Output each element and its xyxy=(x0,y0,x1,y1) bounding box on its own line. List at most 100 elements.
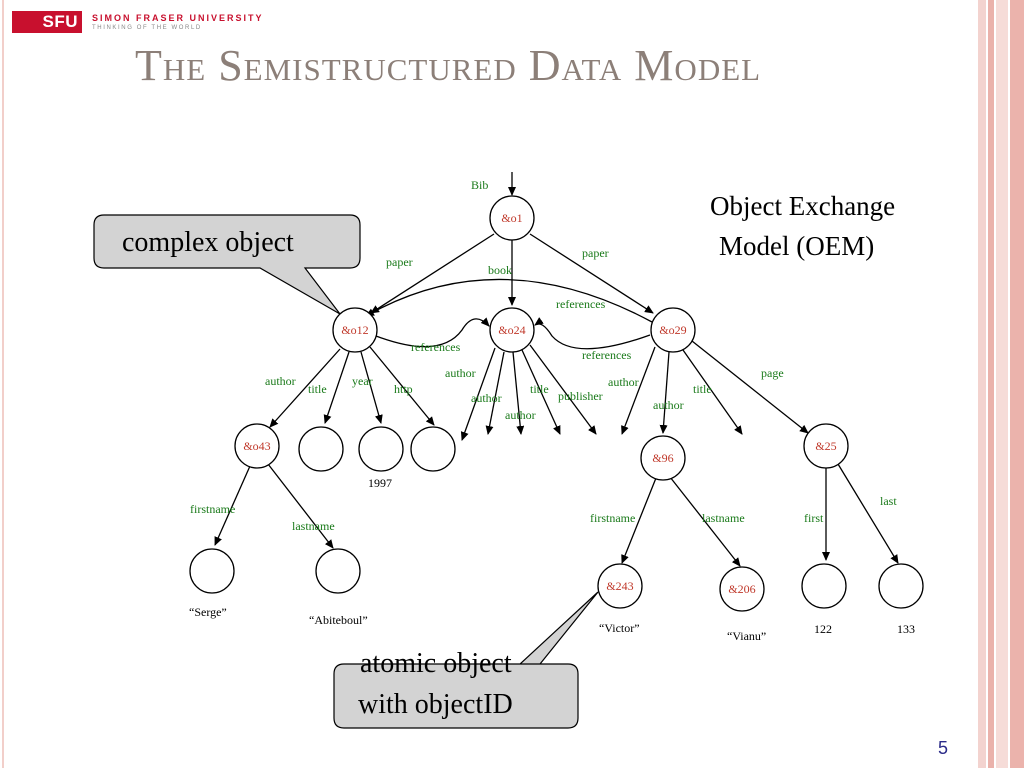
node-serge xyxy=(189,548,235,594)
university-tagline: THINKING OF THE WORLD xyxy=(92,25,202,31)
edge-o43-firstname xyxy=(214,465,251,546)
edge-label-o24-publisher: publisher xyxy=(558,389,603,403)
oem-caption-line2: Model (OEM) xyxy=(719,231,874,261)
value-serge: “Serge” xyxy=(189,605,227,619)
edge-references-right xyxy=(534,317,651,350)
decor-stripe xyxy=(996,0,1008,768)
edge-label-o29-author-a: author xyxy=(608,375,639,389)
edge-o96-lastname xyxy=(669,476,741,567)
edge-label-o24-title: title xyxy=(530,382,549,396)
node-o24 xyxy=(489,307,535,353)
node-id-o25: &25 xyxy=(815,439,836,453)
edge-references-top xyxy=(365,278,653,323)
page-number: 5 xyxy=(938,738,949,758)
node-o243 xyxy=(597,563,643,609)
node-id-o12: &o12 xyxy=(341,323,368,337)
edge-o43-lastname xyxy=(267,463,334,549)
edge-paper-left xyxy=(370,233,495,314)
oem-caption-line1: Object Exchange xyxy=(710,191,895,221)
node-id-o96: &96 xyxy=(652,451,673,465)
edge-paper-right xyxy=(529,233,654,314)
callout-atomic-text-2: with objectID xyxy=(358,689,513,720)
value-first: 122 xyxy=(814,622,832,636)
value-last: 133 xyxy=(897,622,915,636)
decor-stripe xyxy=(2,0,4,768)
edge-label-book: book xyxy=(488,263,512,277)
edge-o96-firstname xyxy=(621,477,657,564)
node-abiteboul xyxy=(315,548,361,594)
edge-o24-author-a xyxy=(460,347,496,441)
edge-label-o43-lastname: lastname xyxy=(292,519,335,533)
edge-label-o25-first: first xyxy=(804,511,824,525)
edge-label-o29-title: title xyxy=(693,382,712,396)
node-o1 xyxy=(489,195,535,241)
edge-o24-author-b xyxy=(485,351,505,435)
edge-label-o12-title: title xyxy=(308,382,327,396)
node-id-o24: &o24 xyxy=(498,323,525,337)
value-abiteboul: “Abiteboul” xyxy=(309,613,368,627)
node-o43 xyxy=(234,423,280,469)
edge-o24-title xyxy=(521,349,561,435)
node-id-o29: &o29 xyxy=(659,323,686,337)
edge-label-paper-right: paper xyxy=(582,246,609,260)
node-year-value xyxy=(358,426,404,472)
node-o206 xyxy=(719,566,765,612)
nodes xyxy=(189,195,924,612)
edge-label-o96-firstname: firstname xyxy=(590,511,635,525)
node-first-value xyxy=(801,563,847,609)
node-o29 xyxy=(650,307,696,353)
edge-o24-author-c xyxy=(512,351,525,435)
node-o96 xyxy=(640,435,686,481)
edge-label-o25-last: last xyxy=(880,494,897,508)
edge-label-o29-author-b: author xyxy=(653,398,684,412)
edge-o29-author-b xyxy=(659,351,670,434)
edge-o29-page xyxy=(691,340,809,434)
callout-atomic xyxy=(333,591,599,729)
edge-o12-title xyxy=(323,351,350,424)
edge-label-o24-author-c: author xyxy=(505,408,536,422)
node-last-value xyxy=(878,563,924,609)
decor-stripe xyxy=(1010,0,1024,768)
edge-label-o96-lastname: lastname xyxy=(702,511,745,525)
edge-label-o12-year: year xyxy=(352,374,373,388)
decor-stripe xyxy=(978,0,986,768)
edge-label-o24-author-b: author xyxy=(471,391,502,405)
node-id-o1: &o1 xyxy=(501,211,522,225)
callout-complex xyxy=(93,214,361,315)
value-vianu: “Vianu” xyxy=(727,629,766,643)
edge-o24-publisher xyxy=(529,344,597,435)
node-http-value xyxy=(410,426,456,472)
edge-references-left xyxy=(375,317,490,348)
edge-label-o29-page: page xyxy=(761,366,784,380)
edge-label-references-right: references xyxy=(582,348,632,362)
university-name: SIMON FRASER UNIVERSITY xyxy=(92,13,264,23)
edges xyxy=(214,172,899,567)
edge-label-bib: Bib xyxy=(471,178,488,192)
node-id-o206: &206 xyxy=(728,582,755,596)
edge-label-o12-author: author xyxy=(265,374,296,388)
node-title-value xyxy=(298,426,344,472)
node-o12 xyxy=(332,307,378,353)
callout-complex-text: complex object xyxy=(122,227,294,258)
value-year: 1997 xyxy=(368,476,392,490)
edge-o29-author-a xyxy=(621,346,656,435)
edge-label-references-left: references xyxy=(411,340,461,354)
edge-label-references-top: references xyxy=(556,297,606,311)
edge-o29-title xyxy=(682,349,743,435)
edge-o12-year xyxy=(360,351,383,424)
edge-o12-http xyxy=(369,346,435,426)
sfu-logo: SFU xyxy=(12,11,82,33)
decor-stripe xyxy=(988,0,994,768)
edge-o12-author xyxy=(269,348,341,428)
value-victor: “Victor” xyxy=(599,621,640,635)
node-id-o243: &243 xyxy=(606,579,633,593)
edge-o25-last xyxy=(837,463,899,564)
callout-atomic-text-1: atomic object xyxy=(360,648,512,679)
edge-label-paper-left: paper xyxy=(386,255,413,269)
node-o25 xyxy=(803,423,849,469)
edge-label-o43-firstname: firstname xyxy=(190,502,235,516)
edge-label-o12-http: http xyxy=(394,382,413,396)
edge-label-o24-author-a: author xyxy=(445,366,476,380)
